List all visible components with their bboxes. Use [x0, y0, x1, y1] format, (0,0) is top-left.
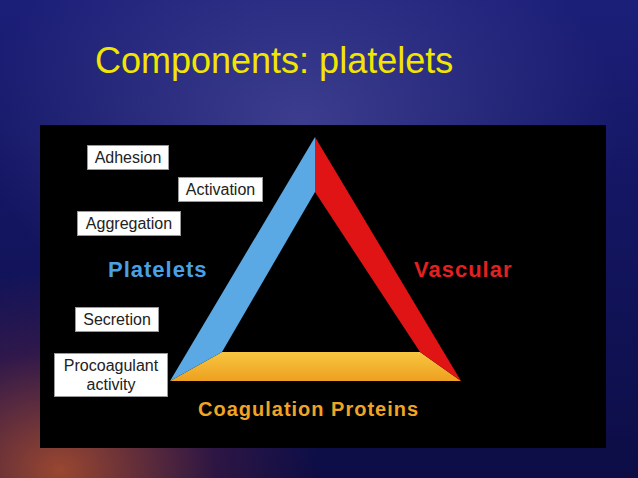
box-text: Secretion [79, 310, 155, 329]
label-box: Secretion [75, 307, 159, 332]
label-box: Aggregation [77, 211, 181, 236]
platelets-label: Platelets [108, 257, 208, 283]
label-box: Activation [178, 177, 263, 202]
box-text: Aggregation [81, 214, 177, 233]
box-text: Adhesion [91, 148, 165, 167]
label-box: Adhesion [87, 145, 169, 170]
slide-title: Components: platelets [95, 40, 453, 82]
box-text: Procoagulant activity [58, 356, 164, 394]
box-text: Activation [182, 180, 259, 199]
coagulation-label: Coagulation Proteins [198, 398, 419, 421]
label-box: Procoagulant activity [54, 353, 168, 397]
vascular-label: Vascular [414, 257, 513, 283]
